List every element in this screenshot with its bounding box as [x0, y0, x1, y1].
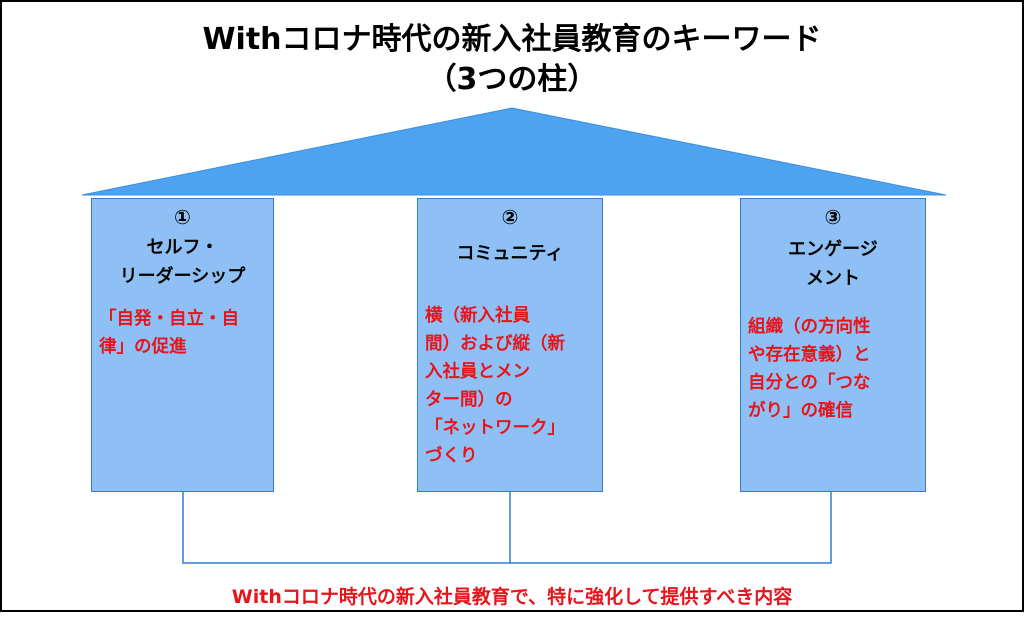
bottom-caption: Withコロナ時代の新入社員教育で、特に強化して提供すべき内容 — [231, 586, 793, 608]
pillar-number: ② — [501, 205, 519, 229]
pillar-number: ① — [174, 205, 191, 229]
pillar-title-line: セルフ・ — [146, 237, 219, 258]
pillar-desc-line: づくり — [425, 446, 478, 466]
pillar-title-line: コミュニティ — [456, 243, 564, 264]
pillar-description: 組織（の方向性 や存在意義）と 自分との「つな がり」の確信 — [741, 313, 925, 425]
pillar-desc-line: や存在意義）と — [748, 345, 871, 365]
pillar-title-line: リーダーシップ — [119, 266, 246, 287]
roof-triangle — [81, 107, 947, 196]
connector-line — [182, 492, 832, 564]
diagram-subtitle: （3つの柱） — [426, 62, 598, 97]
pillar-desc-line: 組織（の方向性 — [748, 317, 871, 337]
pillar-desc-line: 「ネットワーク」 — [425, 418, 565, 438]
pillar-desc-line: 自分との「つな — [748, 373, 871, 393]
pillar-title: セルフ・ リーダーシップ — [92, 233, 273, 291]
pillar-number: ③ — [824, 205, 842, 229]
pillar-title-line: メント — [806, 268, 860, 289]
pillar-community: ② コミュニティ 横（新入社員 間）および縦（新 入社員とメン ター間）の 「ネ… — [417, 198, 603, 492]
diagram-title: Withコロナ時代の新入社員教育のキーワード — [202, 22, 822, 57]
pillar-title: コミュニティ — [418, 239, 602, 268]
pillar-desc-line: 入社員とメン — [425, 362, 530, 382]
pillar-title-line: エンゲージ — [788, 239, 878, 260]
pillar-description: 横（新入社員 間）および縦（新 入社員とメン ター間）の 「ネットワーク」 づく… — [418, 302, 602, 470]
pillar-desc-line: 横（新入社員 — [425, 306, 530, 326]
pillar-description: 「自発・自立・自 律」の促進 — [92, 305, 273, 361]
pillar-desc-line: がり」の確信 — [748, 401, 853, 421]
pillar-desc-line: 「自発・自立・自 — [99, 309, 239, 329]
pillar-desc-line: 間）および縦（新 — [425, 334, 565, 354]
pillar-self-leadership: ① セルフ・ リーダーシップ 「自発・自立・自 律」の促進 — [91, 198, 274, 492]
pillar-desc-line: 律」の促進 — [99, 337, 187, 357]
pillar-desc-line: ター間）の — [425, 390, 513, 410]
pillar-title: エンゲージ メント — [741, 235, 925, 293]
pillar-engagement: ③ エンゲージ メント 組織（の方向性 や存在意義）と 自分との「つな がり」の… — [740, 198, 926, 492]
